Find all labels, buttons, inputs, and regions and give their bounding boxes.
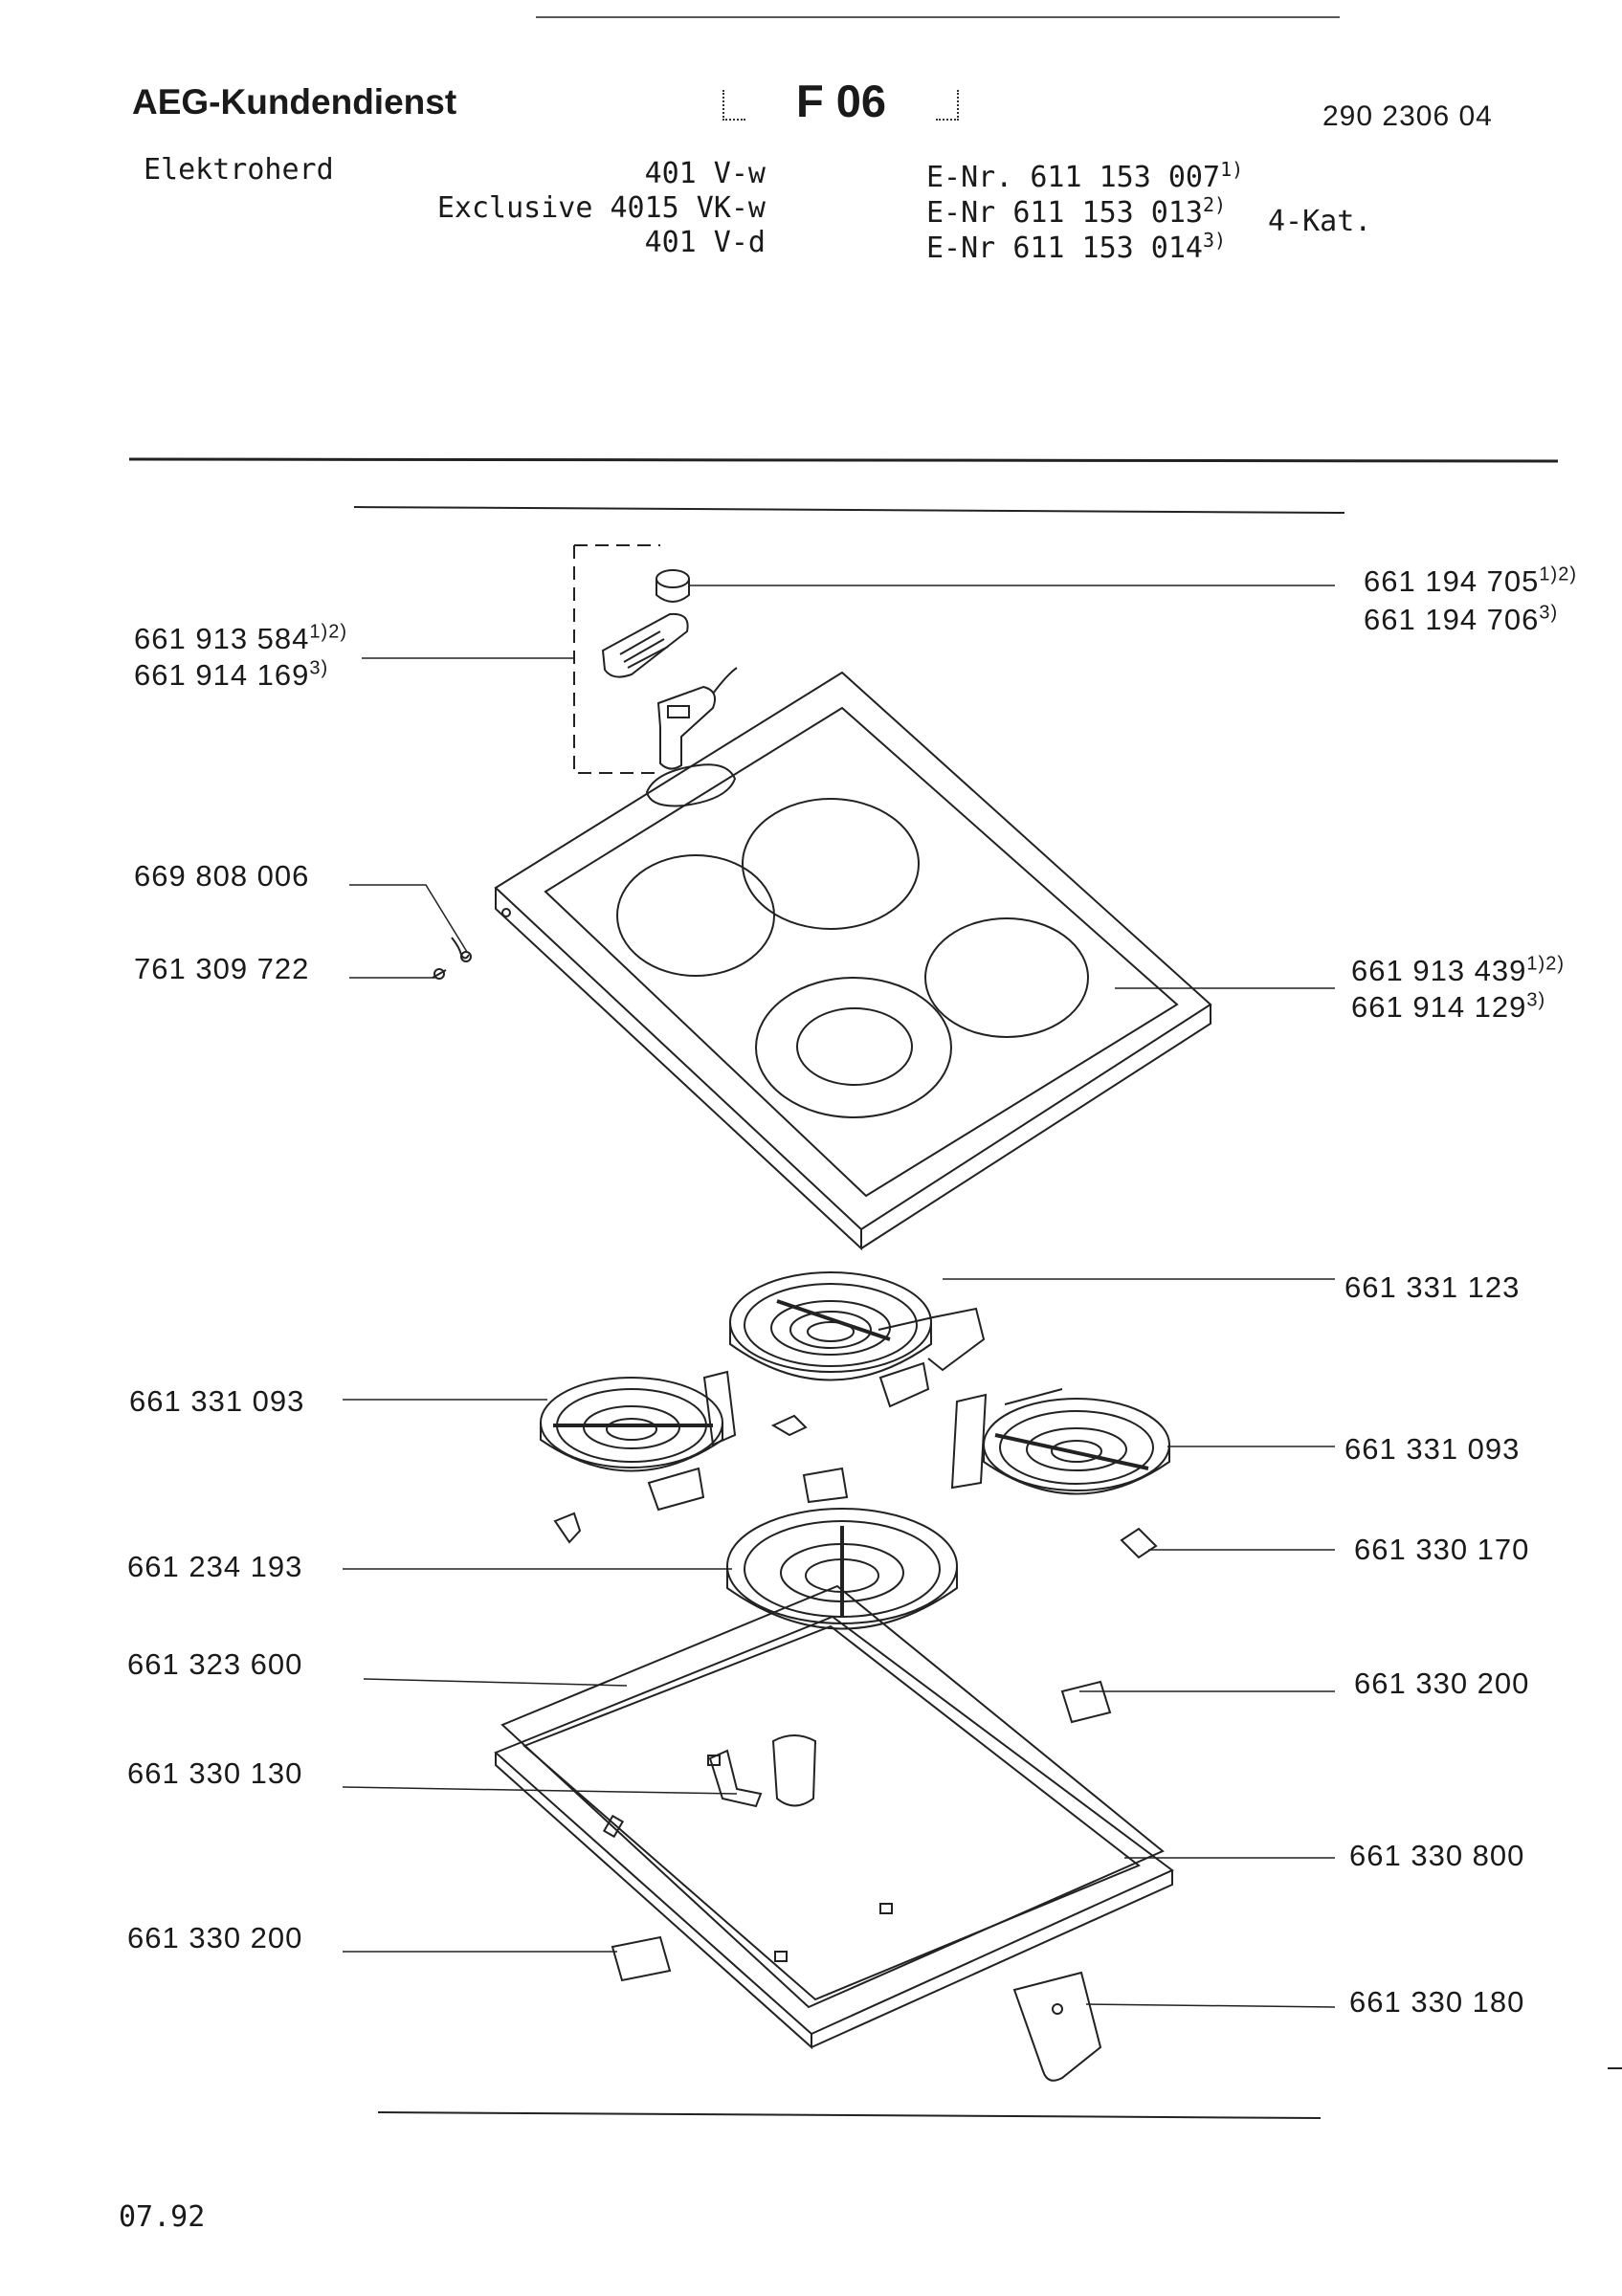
part-footnote: 3)	[309, 657, 329, 679]
part-footnote: 3)	[1539, 602, 1559, 624]
handle-base-icon	[656, 667, 738, 770]
cooktop-panel-icon	[494, 671, 1212, 1251]
footer-date: 07.92	[119, 2200, 206, 2234]
handle-group-bracket	[573, 544, 660, 774]
part-label-small-heater-right: 661 331 093	[1344, 1432, 1521, 1466]
part-label-large-heater: 661 331 123	[1344, 1270, 1521, 1304]
category-label: 4-Kat.	[1268, 205, 1372, 238]
part-label-mount-plate: 661 330 180	[1349, 1985, 1525, 2019]
part-label-terminal-right: 661 330 200	[1354, 1667, 1530, 1700]
large-heater-icon	[729, 1271, 986, 1408]
part-label-cooktop-alt: 661 914 1293)	[1351, 990, 1545, 1025]
page-code: F 06	[796, 76, 887, 126]
part-number: 661 913 439	[1351, 954, 1527, 987]
terminal-right-icon	[1060, 1680, 1112, 1724]
drawing-top-rule	[353, 506, 1345, 514]
part-label-handle-alt: 661 914 1693)	[134, 658, 328, 693]
part-footnote: 1)2)	[1526, 953, 1565, 975]
doc-number: 290 2306 04	[1322, 100, 1493, 132]
part-footnote: 1)2)	[309, 621, 347, 643]
model-name: 401 V-d	[644, 226, 766, 259]
screw-icon	[432, 968, 447, 980]
code-bracket-right	[936, 90, 959, 121]
appliance-type: Elektroherd	[144, 153, 334, 187]
code-bracket-left	[722, 90, 745, 121]
right-clip-icon	[1120, 1527, 1158, 1559]
enr-footnote: 2)	[1203, 193, 1227, 216]
part-number: 661 194 705	[1364, 564, 1540, 598]
model-enr-row: E-Nr 611 153 0143)	[926, 229, 1227, 265]
part-label-frame: 661 323 600	[127, 1647, 303, 1681]
part-label-wire: 669 808 006	[134, 859, 310, 893]
mount-plate-icon	[1012, 1971, 1102, 2082]
left-clip-icon	[553, 1512, 582, 1544]
knob-icon	[655, 569, 690, 603]
enr-prefix: E-Nr	[926, 196, 996, 230]
part-label-knob-alt: 661 194 7063)	[1364, 603, 1558, 637]
part-label-screw: 761 309 722	[134, 952, 310, 985]
enr-prefix: E-Nr	[926, 232, 996, 265]
part-number: 661 914 129	[1351, 990, 1527, 1024]
part-footnote: 1)2)	[1539, 563, 1577, 585]
bracket-icon	[708, 1749, 763, 1808]
part-label-clip: 661 330 170	[1354, 1533, 1530, 1566]
clip-icon	[770, 1414, 808, 1437]
part-number: 661 194 706	[1364, 603, 1540, 636]
part-label-knob: 661 194 7051)2)	[1364, 564, 1577, 599]
model-name: Exclusive 4015 VK-w	[436, 191, 766, 225]
enr-prefix: E-Nr.	[926, 161, 1013, 194]
part-label-dual-heater: 661 234 193	[127, 1550, 303, 1583]
enr-number: 611 153 014	[1012, 232, 1203, 265]
model-name: 401 V-w	[644, 157, 766, 190]
part-label-cooktop: 661 913 4391)2)	[1351, 954, 1565, 988]
enr-number: 611 153 007	[1030, 161, 1221, 194]
part-label-handle: 661 913 5841)2)	[134, 622, 347, 656]
model-enr-row: E-Nr 611 153 0132)	[926, 193, 1227, 230]
wire-loop-icon	[460, 951, 472, 962]
tray-frame-icon	[494, 1584, 1174, 2050]
enr-footnote: 3)	[1203, 229, 1227, 252]
part-label-terminal-left: 661 330 200	[127, 1921, 303, 1954]
part-number: 661 914 169	[134, 658, 310, 692]
part-number: 661 913 584	[134, 622, 310, 655]
part-footnote: 3)	[1526, 989, 1546, 1011]
part-label-tray: 661 330 800	[1349, 1839, 1525, 1872]
small-heater-left-icon	[540, 1370, 737, 1512]
brand-title: AEG-Kundendienst	[132, 82, 457, 121]
terminal-left-icon	[611, 1935, 672, 1982]
dual-heater-icon	[726, 1467, 958, 1630]
enr-number: 611 153 013	[1012, 196, 1203, 230]
drawing-bottom-rule	[377, 2111, 1322, 2119]
header-rule	[128, 457, 1559, 463]
model-enr-row: E-Nr. 611 153 0071)	[926, 158, 1244, 194]
part-label-bracket: 661 330 130	[127, 1756, 303, 1790]
enr-footnote: 1)	[1220, 158, 1244, 181]
part-label-small-heater-left: 661 331 093	[129, 1384, 305, 1418]
small-heater-right-icon	[950, 1388, 1170, 1495]
handle-cover-icon	[601, 612, 689, 678]
